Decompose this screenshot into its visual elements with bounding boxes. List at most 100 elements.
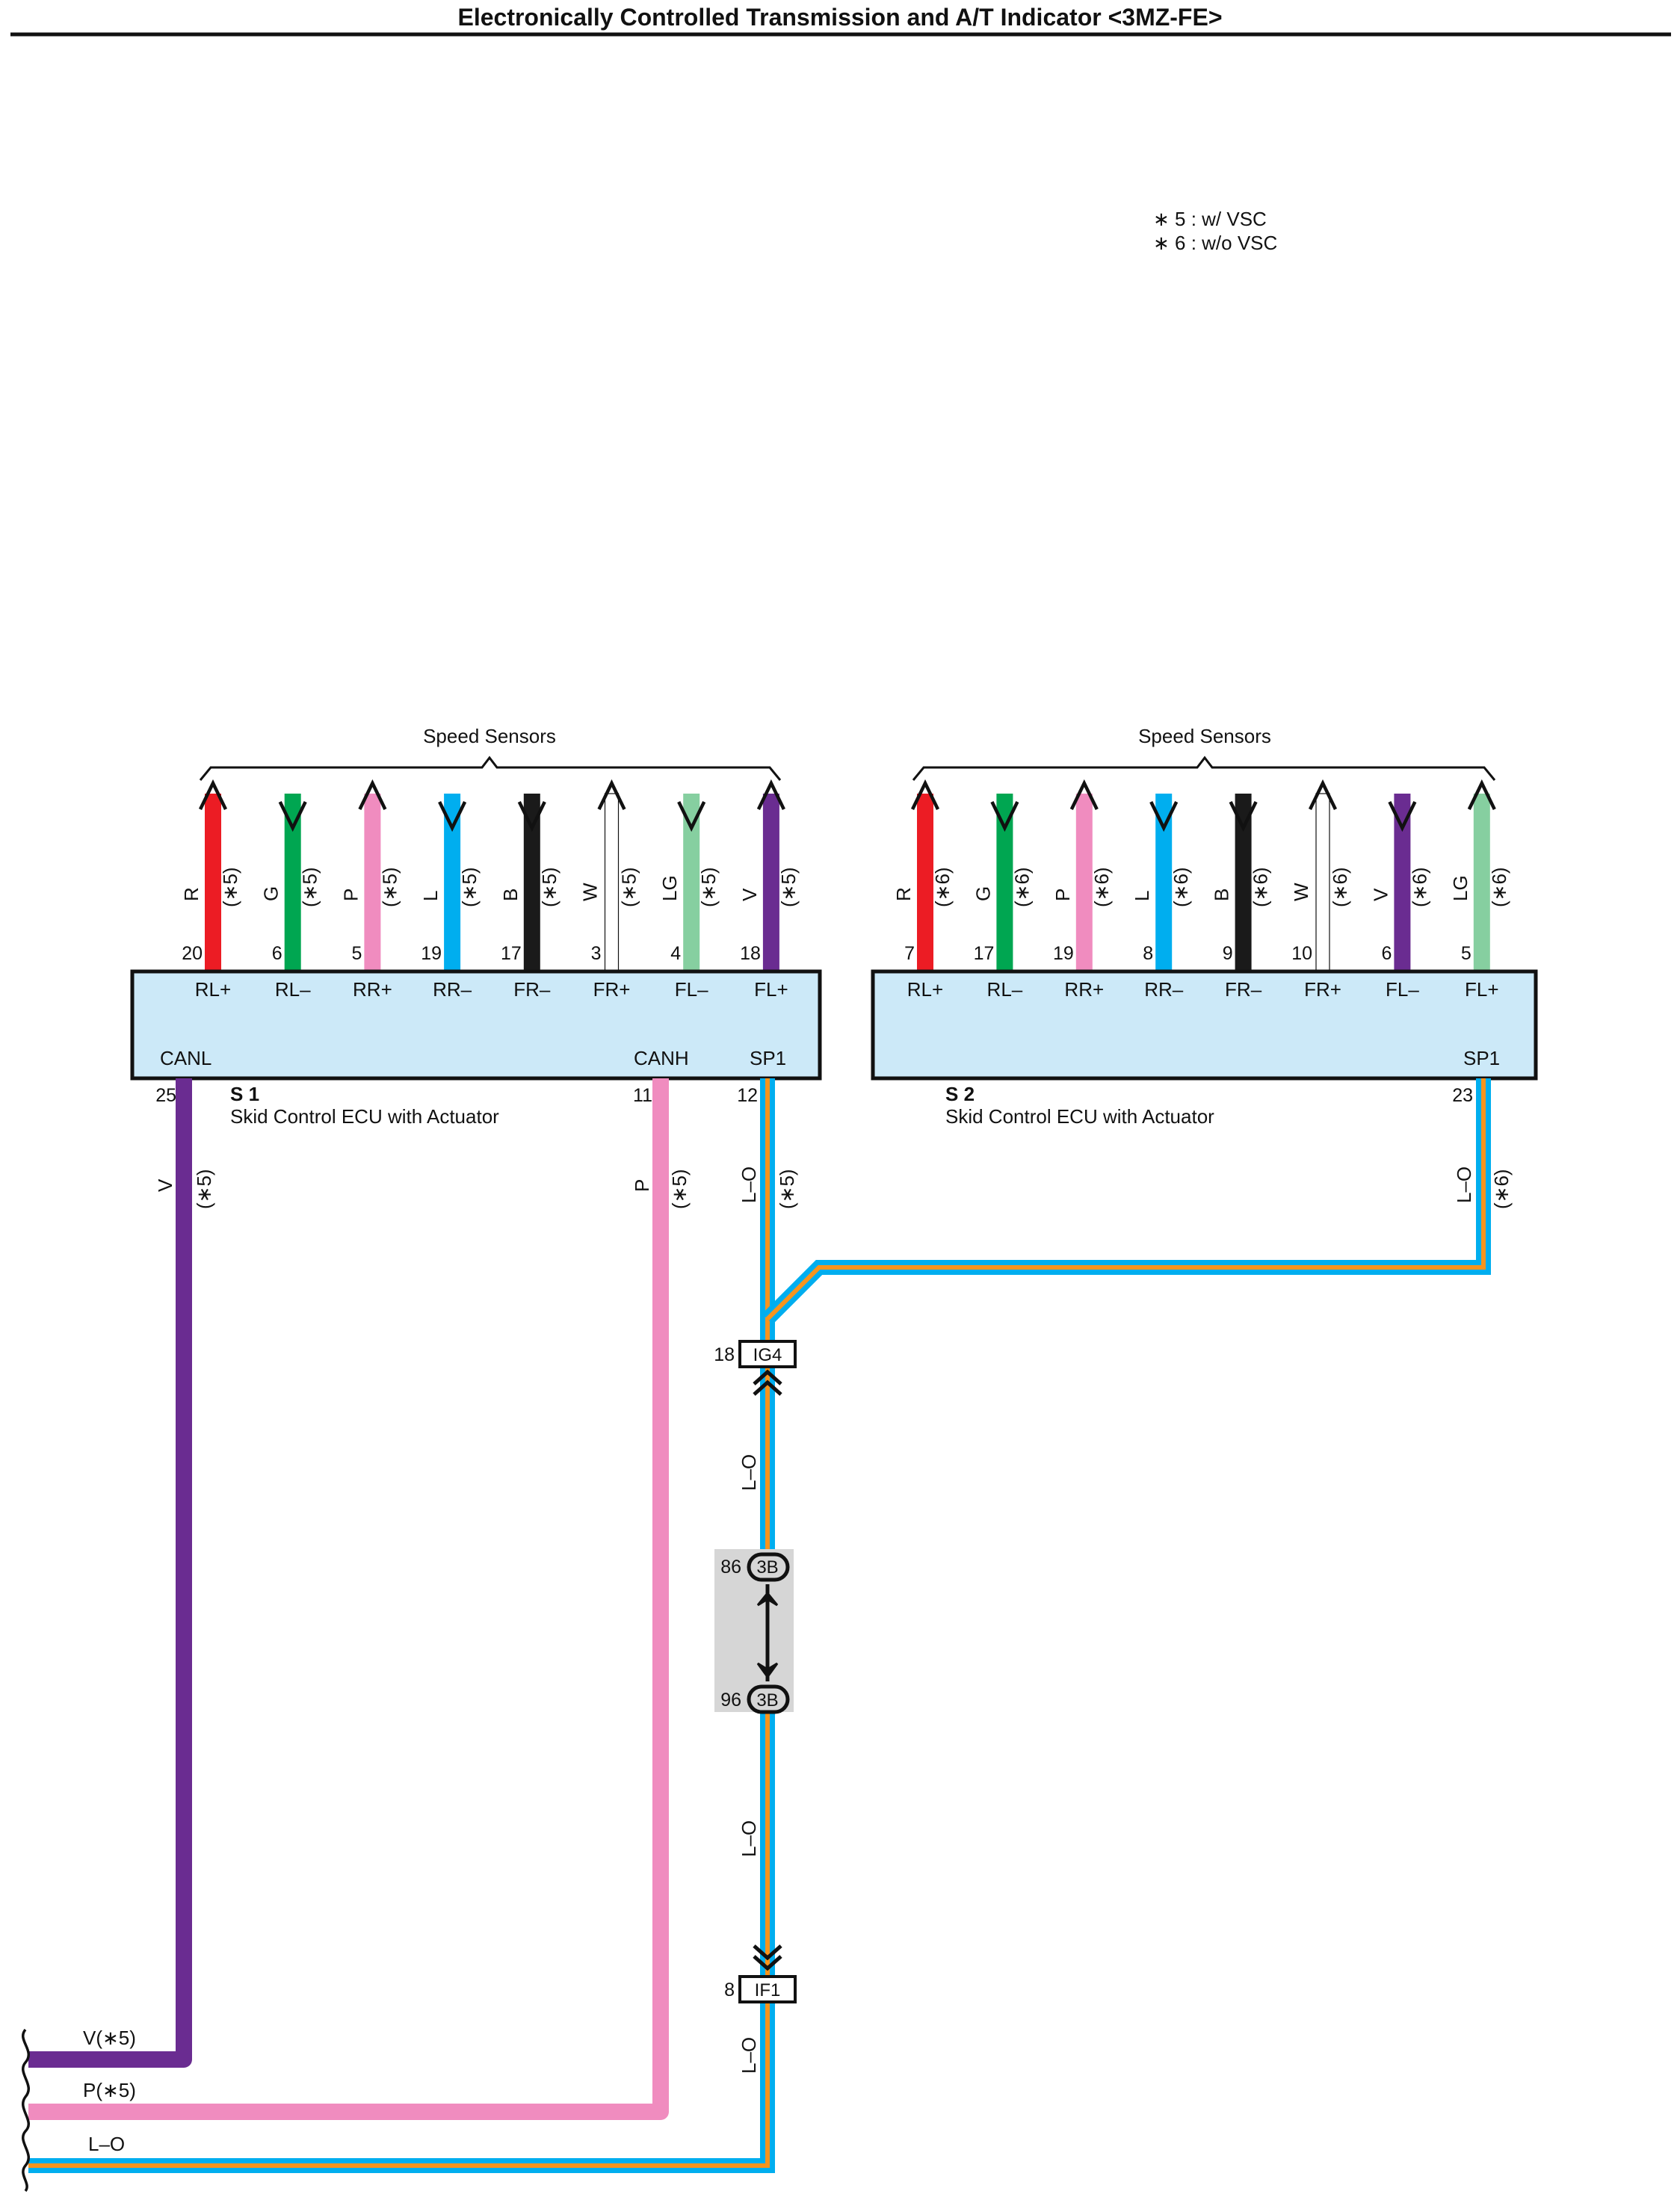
- ecu2-wire-color-6: V: [1369, 888, 1392, 901]
- ecu2-wire-2: [1075, 794, 1093, 971]
- ecu2-pin-5: 10: [1291, 943, 1312, 964]
- s1-speed-sensors-label: Speed Sensors: [423, 725, 556, 747]
- ecu1-wire-4: [523, 794, 540, 971]
- ecu2-wire-3: [1155, 794, 1173, 971]
- s2-speed-sensors-bracket: [912, 755, 1496, 781]
- note-without-vsc: ∗ 6 : w/o VSC: [1153, 232, 1277, 254]
- ecu2-pin-7: 5: [1461, 943, 1471, 964]
- ecu2-wire-note-5: (∗6): [1329, 867, 1351, 907]
- ecu1-wire-5: [604, 793, 620, 972]
- ecu1-wire-note-0: (∗5): [219, 867, 241, 907]
- ecu2-term-7: FL+: [1465, 978, 1499, 1001]
- canh-wire-color: P: [631, 1179, 653, 1192]
- ecu-labels: R(∗5)20RL+G(∗5)6RL–P(∗5)5RR+L(∗5)19RR–B(…: [180, 867, 1510, 1001]
- ecu1-wire-note-4: (∗5): [538, 867, 560, 907]
- ecu2-wire-color-5: W: [1290, 883, 1312, 901]
- s1-pin-sp1: 12: [737, 1085, 758, 1106]
- ig4-pin: 18: [714, 1344, 735, 1365]
- ecu1-wire-color-1: G: [260, 886, 282, 901]
- ecu1-wire-note-2: (∗5): [378, 867, 401, 907]
- ecu2-term-5: FR+: [1304, 978, 1341, 1001]
- ecu-s2-id: S 2: [945, 1083, 975, 1105]
- ecu1-wire-color-6: LG: [658, 875, 681, 901]
- ecu2-term-0: RL+: [907, 978, 943, 1001]
- ecu2-wire-note-3: (∗6): [1170, 867, 1192, 907]
- ecu1-term-7: FL+: [754, 978, 788, 1001]
- ecu1-term-1: RL–: [275, 978, 311, 1001]
- ecu2-wire-1: [996, 794, 1013, 971]
- if1-chevron-icon-2: [753, 1955, 782, 1971]
- s1-pin-canh: 11: [633, 1085, 652, 1106]
- ecu1-wire-6: [683, 794, 700, 971]
- trunk-label-2: L–O: [738, 1820, 760, 1857]
- ecu1-term-2: RR+: [353, 978, 392, 1001]
- ecu2-wire-4: [1235, 794, 1252, 971]
- sp1-s1-wire-color: L–O: [738, 1167, 760, 1203]
- s1-pin-canl: 25: [155, 1085, 176, 1106]
- ecu1-pin-2: 5: [351, 943, 362, 964]
- ecu2-wire-7: [1473, 794, 1490, 971]
- ecu2-term-2: RR+: [1064, 978, 1104, 1001]
- ecu2-wire-6: [1394, 794, 1411, 971]
- ecu2-wire-color-2: P: [1051, 889, 1074, 901]
- if1-chevron-icon: [753, 1944, 782, 1961]
- ecu-s2-name: Skid Control ECU with Actuator: [945, 1105, 1214, 1128]
- sp1-s2-wire-color: L–O: [1453, 1167, 1475, 1203]
- wire-canl-violet: [28, 1078, 192, 2068]
- ecu1-pin-6: 4: [670, 943, 681, 964]
- page-title: Electronically Controlled Transmission a…: [457, 4, 1222, 31]
- ecu1-wire-note-6: (∗5): [697, 867, 720, 907]
- ecu2-term-4: FR–: [1225, 978, 1262, 1001]
- ecu2-pin-4: 9: [1223, 943, 1233, 964]
- ecu1-pin-0: 20: [182, 943, 203, 964]
- sensor-wires: [200, 783, 1495, 972]
- canh-wire-note: (∗5): [668, 1169, 691, 1209]
- splice-3b-bottom-arrow-icon: [756, 1662, 779, 1679]
- if1-connector-name: IF1: [755, 1980, 781, 2000]
- ecu1-pin-5: 3: [591, 943, 602, 964]
- s1-term-canl: CANL: [160, 1047, 211, 1069]
- ig4-chevron-icon: [753, 1369, 782, 1385]
- ecu1-pin-1: 6: [272, 943, 282, 964]
- ecu-s1-name: Skid Control ECU with Actuator: [230, 1105, 499, 1128]
- ig4-connector-name: IG4: [753, 1345, 782, 1365]
- wire-canh-pink: [28, 1078, 669, 2120]
- exit-label-p: P(∗5): [83, 2079, 136, 2101]
- ecu2-pin-3: 8: [1143, 943, 1153, 964]
- splice-3b-top-pin: 86: [720, 1557, 741, 1578]
- ecu1-wire-7: [762, 794, 779, 971]
- if1-connector-box: [738, 1975, 797, 2003]
- ecu1-term-0: RL+: [195, 978, 231, 1001]
- ecu2-pin-2: 19: [1053, 943, 1074, 964]
- splice-3b-top-name: 3B: [756, 1557, 778, 1578]
- splice-3b-bottom-box: [747, 1684, 790, 1714]
- ecu1-wire-color-3: L: [419, 891, 442, 901]
- s1-term-sp1: SP1: [750, 1047, 786, 1069]
- ecu2-wire-color-0: R: [892, 887, 915, 901]
- ecu1-wire-color-4: B: [499, 889, 522, 901]
- wire-sp1-lo: [28, 1078, 1491, 2173]
- ecu2-pin-6: 6: [1381, 943, 1392, 964]
- trunk-label-1: L–O: [738, 1454, 760, 1491]
- ecu2-pin-0: 7: [904, 943, 915, 964]
- s2-speed-sensors-label: Speed Sensors: [1138, 725, 1271, 747]
- ecu1-wire-note-1: (∗5): [299, 867, 321, 907]
- splice-3b-bottom-pin: 96: [720, 1690, 741, 1711]
- ecu1-wire-note-5: (∗5): [618, 867, 640, 907]
- splice-3b-top-box: [747, 1552, 790, 1582]
- canl-wire-note: (∗5): [193, 1169, 215, 1209]
- ecu1-pin-3: 19: [421, 943, 442, 964]
- ecu2-wire-note-7: (∗6): [1488, 867, 1510, 907]
- ecu2-wire-note-4: (∗6): [1250, 867, 1272, 907]
- sp1-s1-wire-note: (∗5): [776, 1169, 798, 1209]
- ecu1-wire-color-5: W: [579, 883, 602, 901]
- if1-pin: 8: [724, 1980, 735, 2000]
- ecu1-wire-color-0: R: [180, 887, 203, 901]
- trunk-label-3: L–O: [738, 2037, 760, 2074]
- ecu2-wire-color-7: LG: [1449, 875, 1471, 901]
- s2-pin-sp1: 23: [1452, 1085, 1473, 1106]
- ecu2-wire-color-1: G: [972, 886, 994, 901]
- ecu2-wire-5: [1315, 793, 1330, 972]
- note-with-vsc: ∗ 5 : w/ VSC: [1153, 208, 1267, 230]
- ig4-chevron-icon-2: [753, 1379, 782, 1396]
